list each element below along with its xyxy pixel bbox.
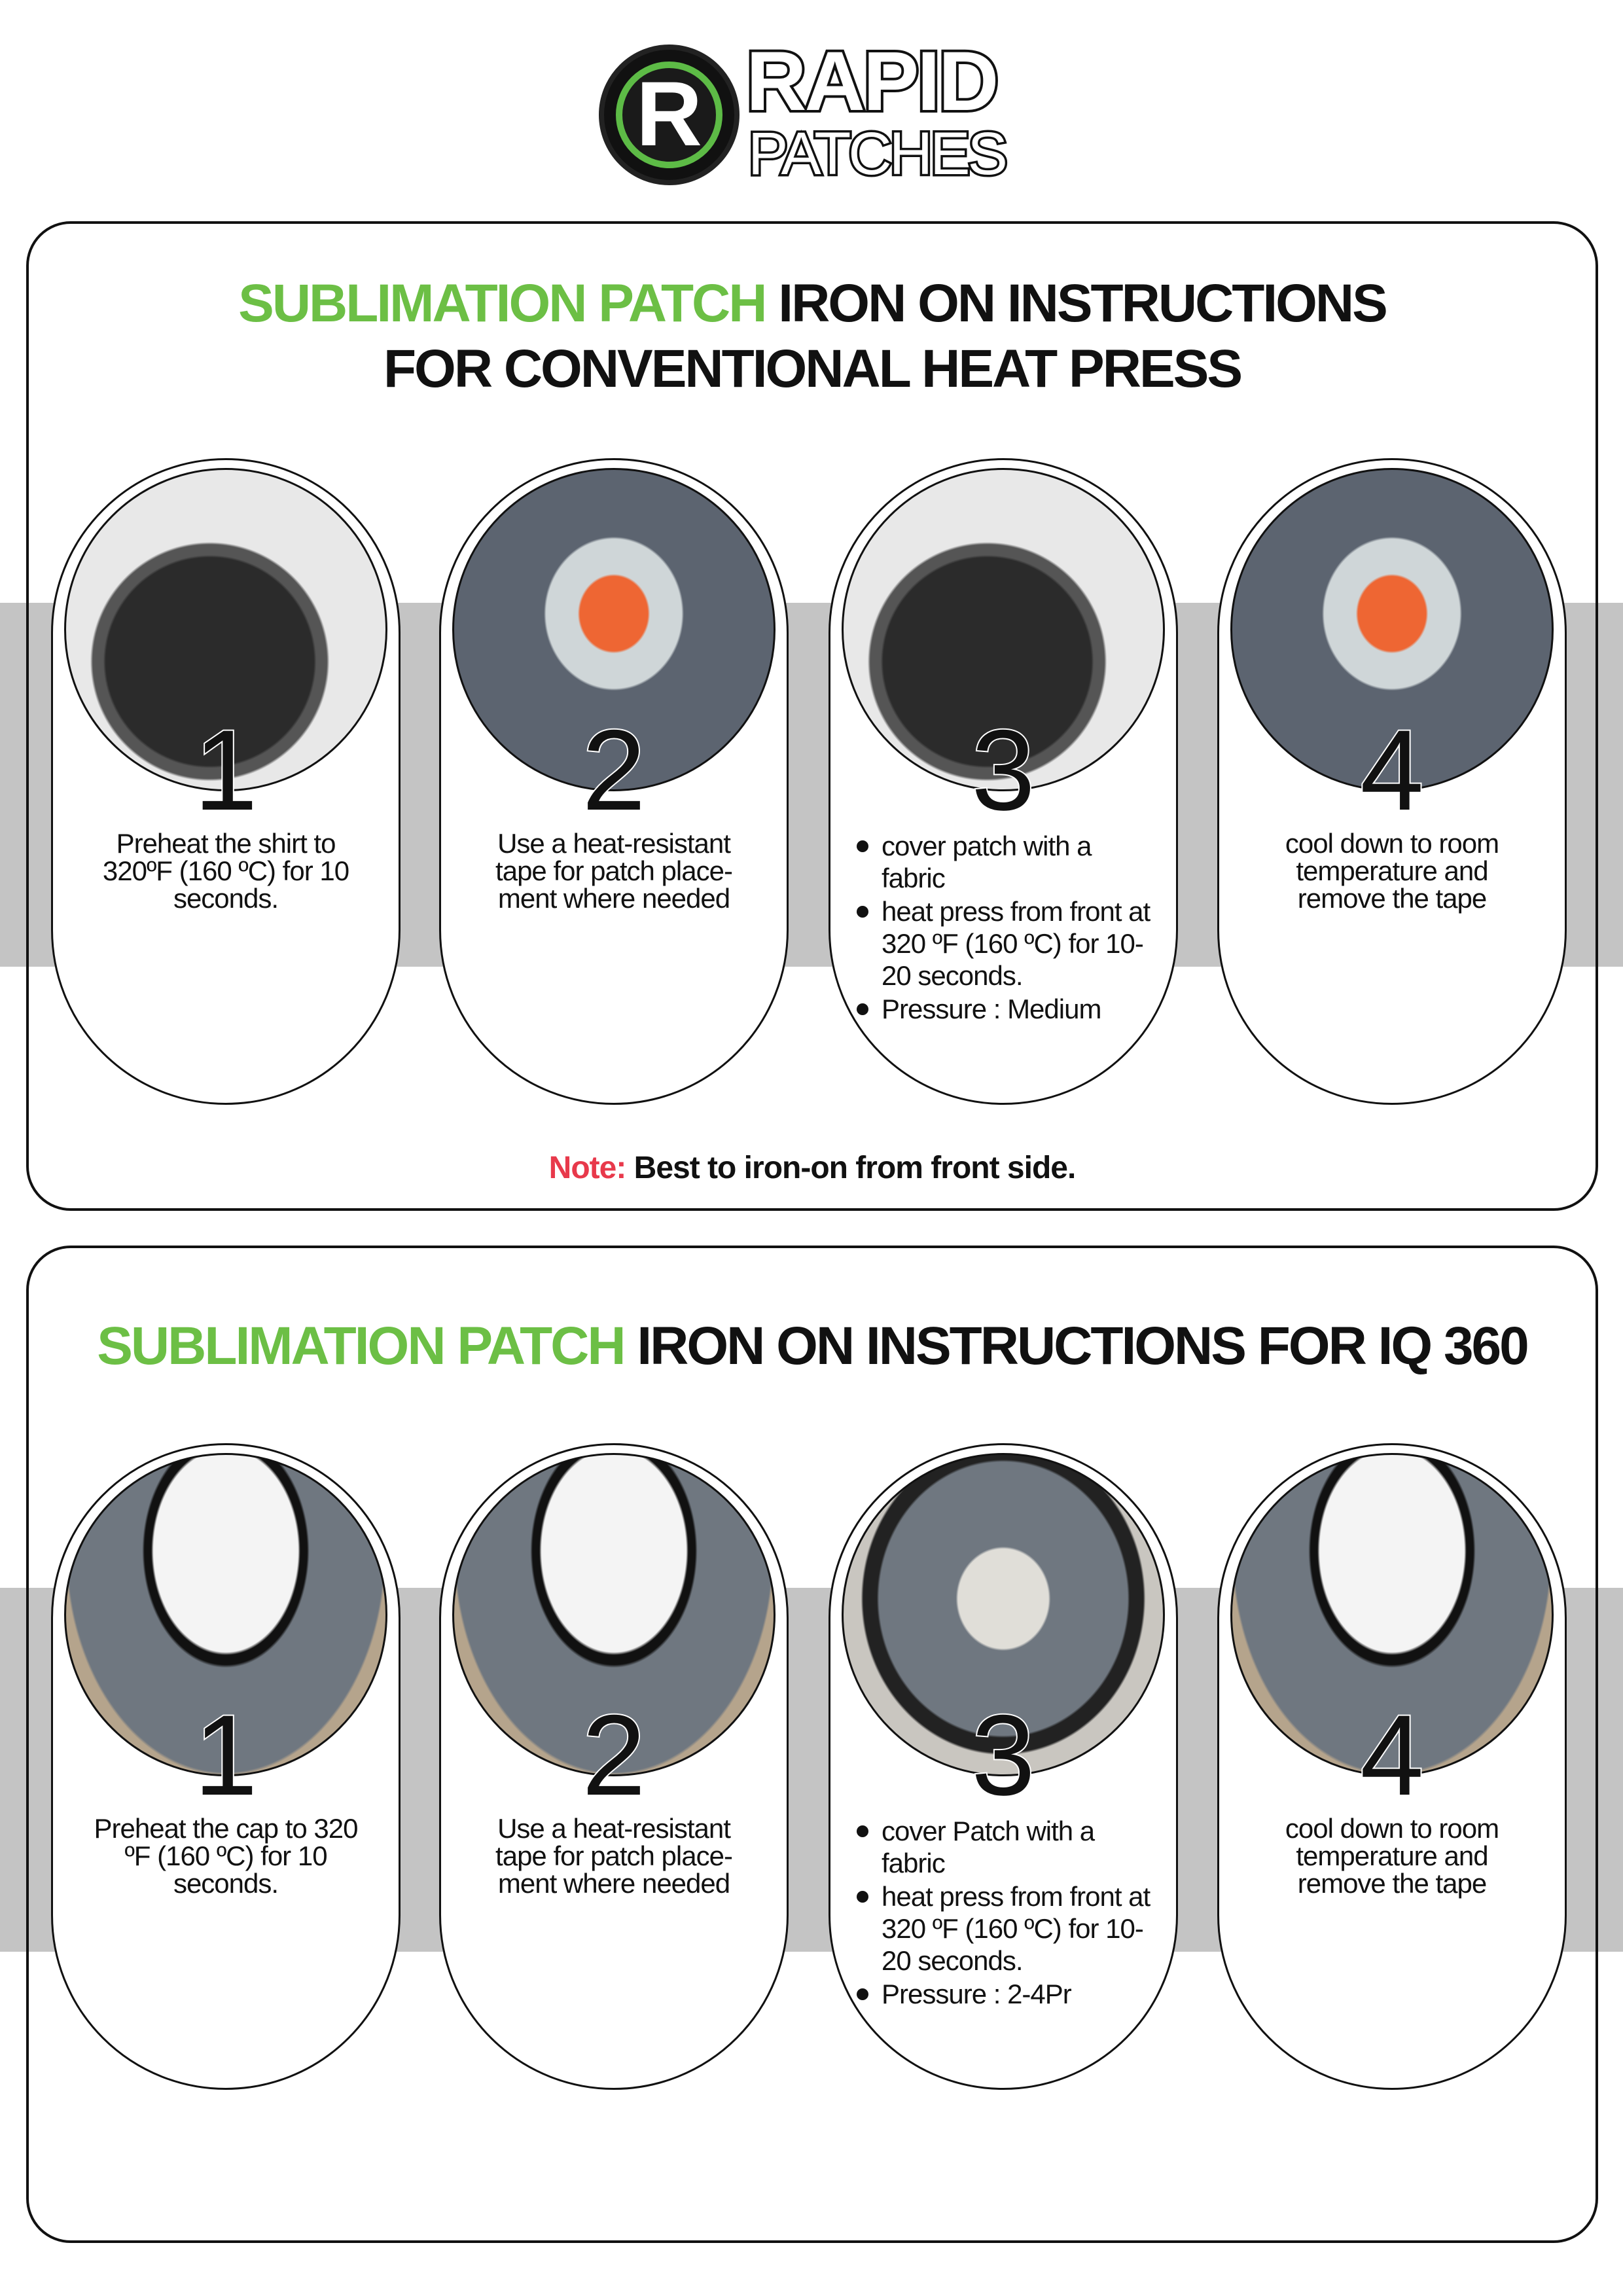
- step-card: 3 cover patch with a fabric heat press f…: [829, 458, 1178, 1105]
- iq360-section: SUBLIMATION PATCH IRON ON INSTRUCTIONS F…: [26, 1246, 1598, 2243]
- step-number: 4: [1359, 707, 1425, 834]
- rapid-patches-logo: R RAPID PATCHES: [599, 35, 1031, 190]
- logo-mark-icon: R: [599, 45, 740, 185]
- step-card: 4 cool down to room temperature and remo…: [1217, 1443, 1567, 2090]
- title-text: IRON ON INSTRUCTIONS: [765, 274, 1388, 333]
- note: Note: Best to iron-on from front side.: [29, 1150, 1596, 1186]
- conventional-heat-press-section: SUBLIMATION PATCH IRON ON INSTRUCTIONS F…: [26, 221, 1598, 1211]
- step-bullets: cover patch with a fabric heat press fro…: [857, 830, 1156, 1026]
- bullet-item: cover patch with a fabric: [857, 830, 1156, 894]
- step-card: 2 Use a heat-resistant tape for patch pl…: [439, 1443, 789, 2090]
- step-number: 3: [970, 707, 1036, 834]
- note-text: Best to iron-on from front side.: [626, 1151, 1077, 1185]
- title-text: IRON ON INSTRUCTIONS FOR IQ 360: [624, 1316, 1529, 1376]
- step-card: 3 cover Patch with a fabric heat press f…: [829, 1443, 1178, 2090]
- section-title-line2: FOR CONVENTIONAL HEAT PRESS: [383, 339, 1243, 399]
- taped-cap-patch-photo: [452, 1453, 776, 1776]
- step-card: 1 Preheat the shirt to 320ºF (160 ºC) fo…: [51, 458, 401, 1105]
- step-card: 2 Use a heat-resistant tape for patch pl…: [439, 458, 789, 1105]
- logo-word-patches: PATCHES: [746, 119, 1010, 189]
- step-card: 4 cool down to room temperature and remo…: [1217, 458, 1567, 1105]
- step-text: Preheat the cap to 320 ºF (160 ºC) for 1…: [94, 1813, 359, 1899]
- bullet-item: Pressure : 2-4Pr: [857, 1978, 1156, 2010]
- bullet-item: Pressure : Medium: [857, 993, 1156, 1025]
- pressing-photo: [842, 468, 1165, 791]
- step-text: Use a heat-resistant tape for patch plac…: [495, 1813, 733, 1899]
- step-bullets: cover Patch with a fabric heat press fro…: [857, 1815, 1156, 2011]
- iq360-pressing-photo: [842, 1453, 1165, 1776]
- step-card: 1 Preheat the cap to 320 ºF (160 ºC) for…: [51, 1443, 401, 2090]
- bullet-item: heat press from front at 320 ºF (160 ºC)…: [857, 895, 1156, 992]
- heat-press-photo: [64, 468, 387, 791]
- step-text: cool down to room temperature and remove…: [1285, 1813, 1499, 1899]
- taped-patch-photo: [452, 468, 776, 791]
- section-title: SUBLIMATION PATCH IRON ON INSTRUCTIONS: [29, 271, 1596, 336]
- step-number: 1: [192, 707, 259, 834]
- step-text: Preheat the shirt to 320ºF (160 ºC) for …: [102, 828, 349, 914]
- section-title: SUBLIMATION PATCH IRON ON INSTRUCTIONS F…: [29, 1314, 1596, 1379]
- finished-cap-patch-photo: [1230, 1453, 1554, 1776]
- bullet-item: cover Patch with a fabric: [857, 1815, 1156, 1879]
- logo-word-rapid: RAPID: [743, 35, 1001, 128]
- step-number: 2: [580, 707, 647, 834]
- step-number: 2: [580, 1692, 647, 1820]
- cap-on-press-photo: [64, 1453, 387, 1776]
- step-number: 3: [970, 1692, 1036, 1820]
- note-label: Note:: [548, 1151, 627, 1185]
- title-highlight: SUBLIMATION PATCH: [238, 274, 767, 333]
- step-number: 1: [192, 1692, 259, 1820]
- step-text: cool down to room temperature and remove…: [1285, 828, 1499, 914]
- bullet-item: heat press from front at 320 ºF (160 ºC)…: [857, 1880, 1156, 1977]
- step-text: Use a heat-resistant tape for patch plac…: [495, 828, 733, 914]
- step-number: 4: [1359, 1692, 1425, 1820]
- title-highlight: SUBLIMATION PATCH: [97, 1316, 626, 1376]
- finished-patch-photo: [1230, 468, 1554, 791]
